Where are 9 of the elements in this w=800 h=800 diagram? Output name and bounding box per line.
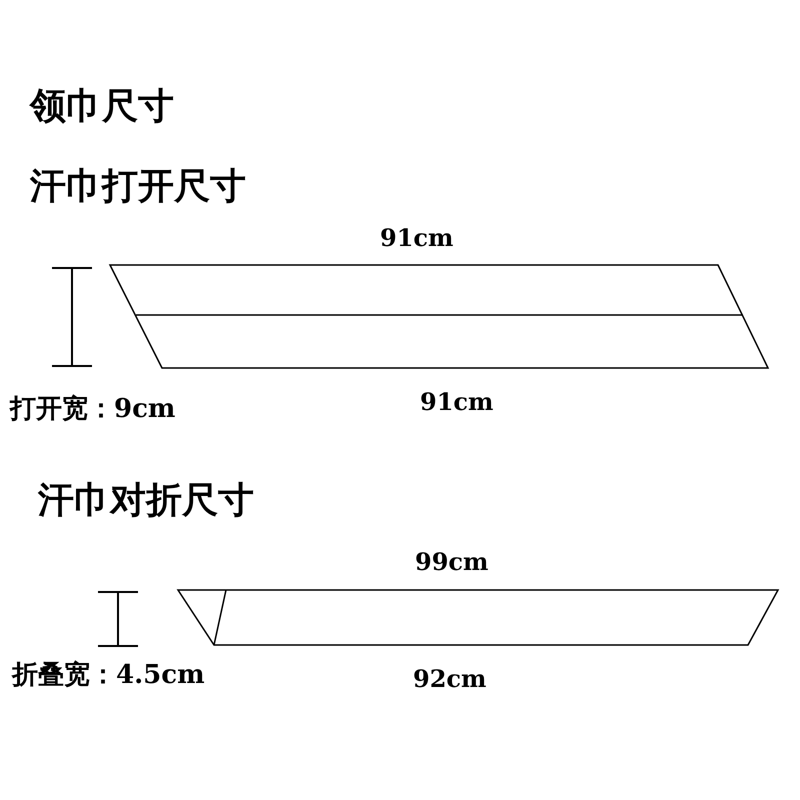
section-heading: 汗巾对折尺寸 (38, 482, 254, 518)
dimension-label: 99cm (415, 550, 488, 574)
dimension-label: 打开宽：9cm (10, 396, 176, 422)
dimension-label: 92cm (413, 667, 486, 691)
dimension-label: 91cm (380, 226, 454, 250)
title: 领巾尺寸 (30, 88, 174, 124)
section-heading: 汗巾打开尺寸 (30, 168, 246, 204)
dimension-label: 91cm (420, 390, 494, 414)
dimension-label: 折叠宽：4.5cm (12, 662, 205, 688)
